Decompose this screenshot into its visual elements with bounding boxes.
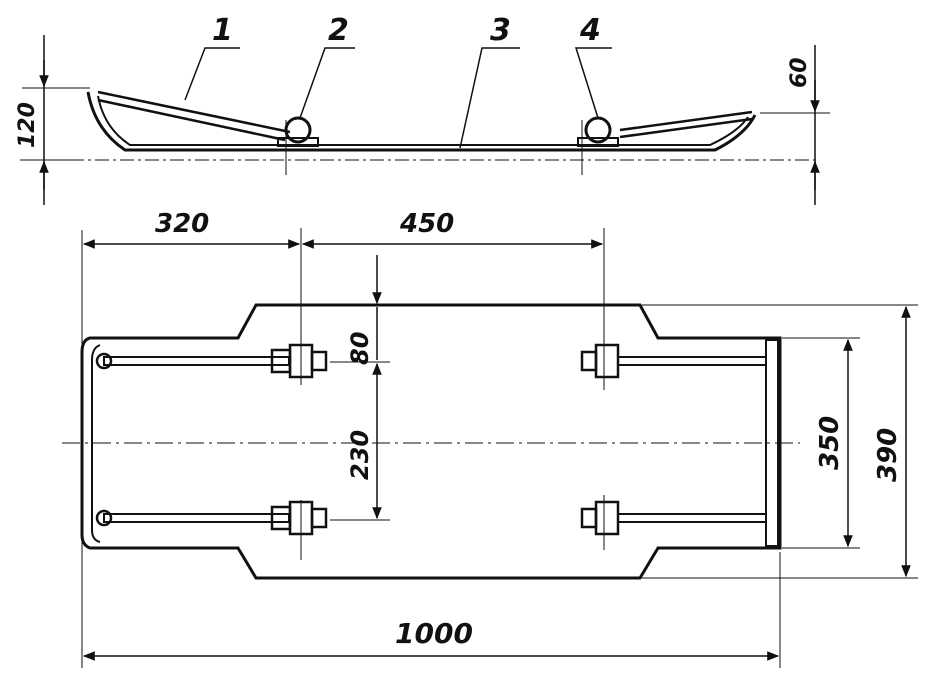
callout-1: 1 [212, 13, 233, 48]
platform-outline [80, 303, 782, 580]
rear-strut [619, 110, 753, 139]
rear-upper-rod [580, 343, 767, 379]
top-view: 320 450 80 230 350 390 1000 [62, 209, 918, 668]
dim-overall-width: 390 [873, 428, 903, 482]
dim-inner-width: 350 [815, 416, 845, 470]
runner-profile [86, 91, 757, 152]
rear-lower-rod [580, 500, 767, 536]
front-strut [97, 90, 291, 142]
side-view: 1 2 3 4 120 60 [15, 13, 830, 205]
leader-1 [184, 47, 240, 101]
callout-2: 2 [328, 13, 349, 48]
callout-4: 4 [579, 13, 601, 48]
dim-front-to-mount: 320 [155, 209, 209, 239]
dim-overall-length: 1000 [395, 617, 473, 650]
dim-tip-rise: 60 [787, 57, 812, 88]
front-lower-rod [95, 500, 328, 536]
front-upper-rod [95, 343, 328, 379]
leader-2 [299, 47, 355, 119]
dim-bolt-spacing: 230 [346, 430, 374, 480]
leader-3 [459, 47, 520, 149]
dim-mount-spacing: 450 [399, 209, 454, 239]
dim-side-height: 120 [15, 102, 40, 148]
dim-edge-to-bolt: 80 [346, 332, 374, 365]
callout-3: 3 [490, 13, 511, 48]
leader-4 [574, 47, 612, 119]
